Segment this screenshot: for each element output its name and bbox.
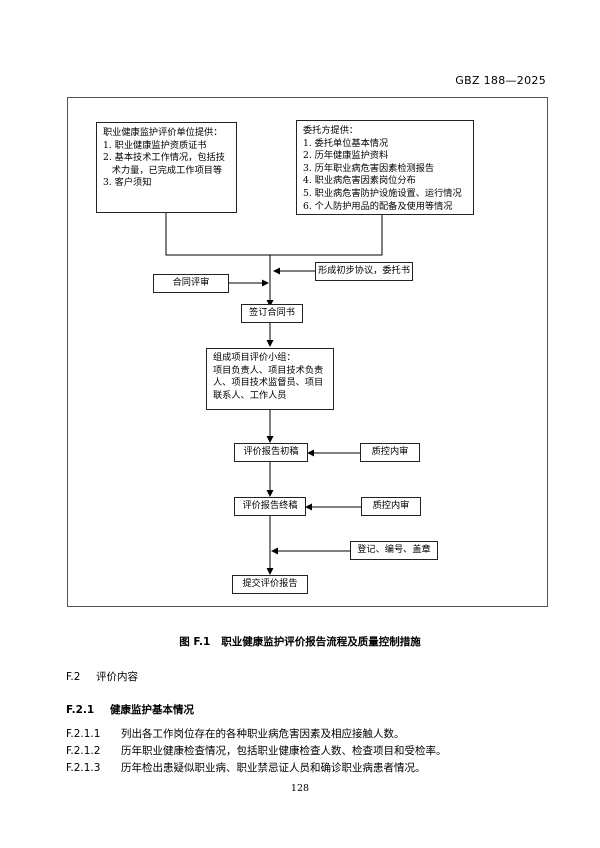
- list-item: 4. 职业病危害因素岗位分布: [303, 175, 416, 187]
- contract-review-box: 合同评审: [153, 274, 229, 293]
- paragraph: F.2.1.1 列出各工作岗位存在的各种职业病危害因素及相应接触人数。: [66, 726, 405, 741]
- final-report-box: 评价报告终稿: [234, 497, 306, 516]
- subsection-heading: F.2.1 健康监护基本情况: [66, 702, 194, 717]
- register-stamp-box: 登记、编号、盖章: [350, 541, 438, 560]
- box-label: 合同评审: [172, 277, 210, 289]
- section-heading: F.2 评价内容: [66, 669, 138, 684]
- subsection-title: 健康监护基本情况: [110, 704, 194, 716]
- box-title: 委托方提供：: [303, 125, 359, 136]
- box-title: 组成项目评价小组：: [213, 352, 296, 363]
- client-provides-box: 委托方提供： 1. 委托单位基本情况 2. 历年健康监护资料 3. 历年职业病危…: [296, 120, 474, 215]
- clause-number: F.2.1.3: [66, 762, 101, 774]
- sign-contract-box: 签订合同书: [241, 304, 303, 323]
- draft-report-box: 评价报告初稿: [234, 443, 308, 462]
- paragraph: F.2.1.3 历年检出患疑似职业病、职业禁忌证人员和确诊职业病患者情况。: [66, 760, 426, 775]
- list-item: 1. 委托单位基本情况: [303, 137, 389, 149]
- list-item: 项目负责人、项目技术负责: [213, 364, 324, 376]
- figure-caption: 图 F.1 职业健康监护评价报告流程及质量控制措施: [179, 636, 421, 648]
- clause-text: 列出各工作岗位存在的各种职业病危害因素及相应接触人数。: [121, 728, 405, 740]
- paragraph: F.2.1.2 历年职业健康检查情况，包括职业健康检查人数、检查项目和受检率。: [66, 743, 447, 758]
- box-label: 质控内审: [372, 500, 410, 512]
- subsection-number: F.2.1: [66, 704, 95, 716]
- box-label: 形成初步协议，委托书: [318, 265, 410, 277]
- list-item: 2. 历年健康监护资料: [303, 150, 389, 162]
- page-number: 128: [290, 783, 310, 794]
- list-item: 3. 历年职业病危害因素检测报告: [303, 162, 435, 174]
- list-item: 联系人、工作人员: [213, 389, 287, 401]
- clause-number: F.2.1.1: [66, 728, 101, 740]
- list-item: 术力量，已完成工作项目等: [103, 164, 223, 176]
- submit-report-box: 提交评价报告: [232, 575, 308, 594]
- clause-text: 历年职业健康检查情况，包括职业健康检查人数、检查项目和受检率。: [121, 745, 447, 757]
- evaluation-team-box: 组成项目评价小组： 项目负责人、项目技术负责 人、项目技术监督员、项目 联系人、…: [206, 348, 334, 410]
- list-item: 1. 职业健康监护资质证书: [103, 139, 207, 151]
- section-number: F.2: [66, 671, 81, 683]
- clause-text: 历年检出患疑似职业病、职业禁忌证人员和确诊职业病患者情况。: [121, 762, 426, 774]
- standard-header: GBZ 188—2025: [455, 74, 546, 87]
- list-item: 3. 客户须知: [103, 177, 152, 189]
- list-item: 人、项目技术监督员、项目: [213, 377, 324, 389]
- flowchart-frame: [67, 97, 548, 607]
- qc-review-box: 质控内审: [361, 497, 421, 516]
- box-label: 评价报告终稿: [242, 500, 298, 512]
- list-item: 2. 基本技术工作情况，包括技: [103, 152, 225, 164]
- evaluator-provides-box: 职业健康监护评价单位提供： 1. 职业健康监护资质证书 2. 基本技术工作情况，…: [96, 122, 237, 213]
- list-item: 6. 个人防护用品的配备及使用等情况: [303, 200, 453, 212]
- box-label: 签订合同书: [249, 307, 295, 319]
- box-label: 提交评价报告: [242, 578, 298, 590]
- qc-review-box: 质控内审: [360, 443, 420, 462]
- box-label: 登记、编号、盖章: [357, 544, 431, 556]
- box-title: 职业健康监护评价单位提供：: [103, 127, 223, 138]
- section-title: 评价内容: [96, 671, 138, 683]
- clause-number: F.2.1.2: [66, 745, 101, 757]
- list-item: 5. 职业病危害防护设施设置、运行情况: [303, 187, 462, 199]
- preliminary-agreement-box: 形成初步协议，委托书: [315, 262, 413, 281]
- box-label: 评价报告初稿: [243, 446, 299, 458]
- box-label: 质控内审: [371, 446, 409, 458]
